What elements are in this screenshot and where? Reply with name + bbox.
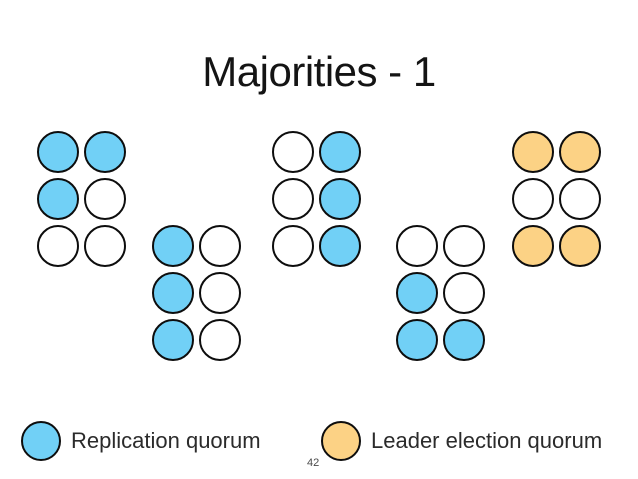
quorum-group-2 — [152, 225, 246, 366]
quorum-cell — [37, 178, 84, 225]
legend-label-leader-election-quorum: Leader election quorum — [371, 428, 603, 453]
white-circle-icon — [512, 178, 554, 220]
quorum-group-3 — [272, 131, 366, 272]
quorum-cell — [443, 272, 490, 319]
orange-circle-icon — [559, 131, 601, 173]
quorum-group-1 — [37, 131, 131, 272]
quorum-cell — [396, 272, 443, 319]
quorum-cell — [512, 131, 559, 178]
legend-item-leader-election-quorum: Leader election quorum — [321, 416, 602, 466]
blue-circle-icon — [319, 131, 361, 173]
quorum-cell — [319, 225, 366, 272]
quorum-cell — [559, 178, 606, 225]
blue-circle-icon — [396, 272, 438, 314]
legend-item-replication-quorum: Replication quorum — [21, 416, 261, 466]
blue-circle-icon — [84, 131, 126, 173]
white-circle-icon — [396, 225, 438, 267]
white-circle-icon — [37, 225, 79, 267]
quorum-group-5 — [512, 131, 606, 272]
quorum-cell — [199, 272, 246, 319]
blue-circle-icon — [21, 421, 61, 461]
blue-circle-icon — [319, 225, 361, 267]
quorum-cell — [512, 225, 559, 272]
quorum-cell — [443, 225, 490, 272]
quorum-cell — [199, 225, 246, 272]
quorum-cell — [396, 225, 443, 272]
quorum-cell — [152, 319, 199, 366]
quorum-cell — [84, 131, 131, 178]
blue-circle-icon — [396, 319, 438, 361]
blue-circle-icon — [319, 178, 361, 220]
quorum-cell — [84, 225, 131, 272]
white-circle-icon — [84, 225, 126, 267]
white-circle-icon — [199, 272, 241, 314]
quorum-cell — [199, 319, 246, 366]
orange-circle-icon — [559, 225, 601, 267]
quorum-cell — [272, 178, 319, 225]
quorum-cell — [512, 178, 559, 225]
quorum-group-4 — [396, 225, 490, 366]
quorum-cell — [272, 225, 319, 272]
blue-circle-icon — [37, 131, 79, 173]
orange-circle-icon — [512, 131, 554, 173]
white-circle-icon — [559, 178, 601, 220]
white-circle-icon — [272, 225, 314, 267]
quorum-cell — [396, 319, 443, 366]
blue-circle-icon — [152, 272, 194, 314]
white-circle-icon — [443, 272, 485, 314]
quorum-cell — [37, 131, 84, 178]
blue-circle-icon — [152, 319, 194, 361]
white-circle-icon — [199, 319, 241, 361]
page-number: 42 — [307, 457, 320, 469]
blue-circle-icon — [152, 225, 194, 267]
orange-circle-icon — [512, 225, 554, 267]
quorum-cell — [152, 225, 199, 272]
quorum-cell — [319, 178, 366, 225]
blue-circle-icon — [37, 178, 79, 220]
quorum-cell — [37, 225, 84, 272]
white-circle-icon — [272, 178, 314, 220]
quorum-cell — [152, 272, 199, 319]
legend: Replication quorum Leader election quoru… — [0, 416, 638, 468]
blue-circle-icon — [443, 319, 485, 361]
quorum-cell — [559, 131, 606, 178]
white-circle-icon — [443, 225, 485, 267]
quorum-cell — [443, 319, 490, 366]
quorum-cell — [272, 131, 319, 178]
quorum-cell — [559, 225, 606, 272]
quorum-cell — [84, 178, 131, 225]
orange-circle-icon — [321, 421, 361, 461]
white-circle-icon — [272, 131, 314, 173]
white-circle-icon — [84, 178, 126, 220]
white-circle-icon — [199, 225, 241, 267]
legend-label-replication-quorum: Replication quorum — [71, 428, 261, 453]
page-title: Majorities - 1 — [202, 48, 436, 95]
quorum-cell — [319, 131, 366, 178]
